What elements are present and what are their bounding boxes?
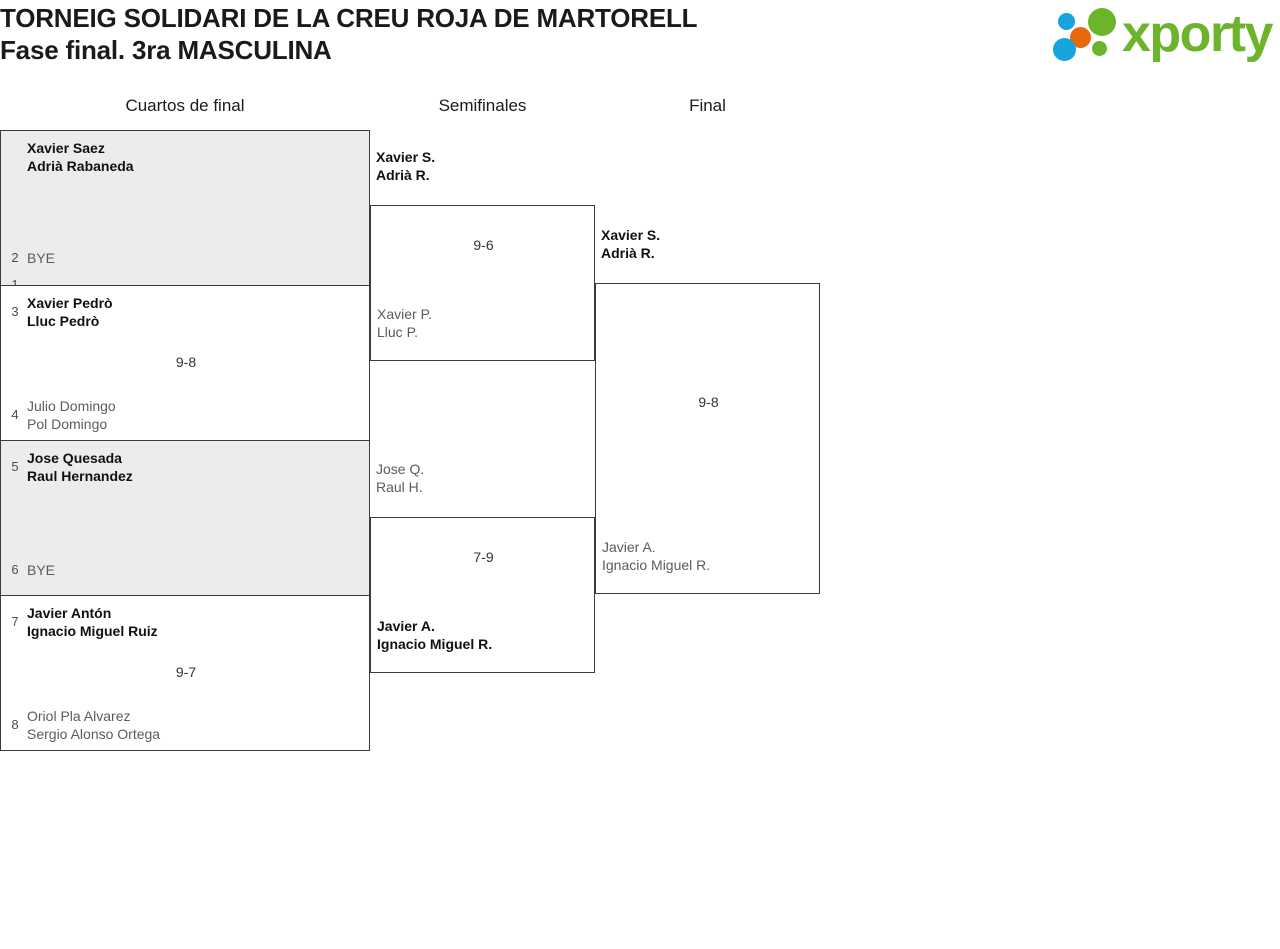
tournament-title-block: TORNEIG SOLIDARI DE LA CREU ROJA DE MART… — [0, 2, 900, 66]
team-player-1: Xavier P. — [377, 306, 432, 322]
team-player-2: Ignacio Miguel R. — [602, 557, 711, 573]
team-player-1: Julio Domingo — [27, 398, 116, 414]
team-slot-top: Xavier Pedrò Lluc Pedrò — [27, 294, 113, 330]
team-slot-bottom: BYE — [27, 561, 55, 579]
tournament-name: TORNEIG SOLIDARI DE LA CREU ROJA DE MART… — [0, 3, 698, 33]
final-team-top-label: Xavier S. Adrià R. — [601, 226, 660, 262]
team-player-1: Javier A. — [602, 539, 656, 555]
seed-number: 5 — [11, 459, 19, 474]
xporty-logo[interactable]: xporty — [1050, 5, 1280, 67]
match-box-qf-2[interactable]: 3 Xavier Pedrò Lluc Pedrò 4 Julio Doming… — [0, 285, 370, 441]
team-slot-bottom: BYE — [27, 249, 55, 267]
team-player-1: Jose Quesada — [27, 450, 122, 466]
match-box-final[interactable]: 9-8 Javier A. Ignacio Miguel R. — [595, 283, 820, 594]
logo-dot-orange — [1070, 27, 1091, 48]
logo-dot-green-small — [1092, 41, 1107, 56]
seed-number: 6 — [11, 562, 19, 577]
round-header-semifinals: Semifinales — [438, 96, 527, 115]
match-score: 9-8 — [698, 394, 719, 410]
match-box-qf-1[interactable]: 1 Xavier Saez Adrià Rabaneda 2 BYE — [0, 130, 370, 292]
team-player-2: Lluc P. — [377, 324, 418, 340]
seed-number: 2 — [11, 250, 19, 265]
match-score: 9-7 — [175, 664, 197, 680]
seed-number: 3 — [11, 304, 19, 319]
team-player-1: BYE — [27, 250, 56, 266]
match-box-qf-4[interactable]: 7 Javier Antón Ignacio Miguel Ruiz 8 Ori… — [0, 595, 370, 751]
seed-number: 1 — [7, 277, 23, 292]
round-header-quarterfinals: Cuartos de final — [125, 96, 245, 115]
team-player-1: Jose Q. — [376, 461, 425, 477]
logo-dot-blue-large — [1053, 38, 1076, 61]
match-score: 9-8 — [175, 354, 197, 370]
tournament-phase: Fase final. 3ra MASCULINA — [0, 35, 332, 65]
team-player-1: Javier A. — [377, 618, 435, 634]
match-score: 9-6 — [473, 237, 494, 253]
team-player-2: Ignacio Miguel R. — [377, 636, 493, 652]
team-player-2: Raul Hernandez — [27, 468, 133, 484]
team-player-2: Pol Domingo — [27, 416, 108, 432]
team-player-2: Adrià Rabaneda — [27, 158, 134, 174]
team-player-1: Xavier Pedrò — [27, 295, 113, 311]
seed-number: 4 — [11, 407, 19, 422]
page-header: TORNEIG SOLIDARI DE LA CREU ROJA DE MART… — [0, 0, 1280, 75]
team-player-2: Sergio Alonso Ortega — [27, 726, 161, 742]
round-header-final: Final — [689, 96, 726, 115]
match-score: 7-9 — [473, 549, 494, 565]
match-box-qf-3[interactable]: 5 Jose Quesada Raul Hernandez 6 BYE — [0, 440, 370, 596]
team-slot-top: Xavier Saez Adrià Rabaneda — [27, 139, 134, 175]
team-player-2: Ignacio Miguel Ruiz — [27, 623, 158, 639]
team-player-2: Adrià R. — [376, 167, 430, 183]
team-player-1: BYE — [27, 562, 56, 578]
team-player-1: Javier Antón — [27, 605, 112, 621]
logo-dot-green-large — [1088, 8, 1116, 36]
team-slot-top: Jose Quesada Raul Hernandez — [27, 449, 133, 485]
sf-1-team-bottom-label: Xavier P. Lluc P. — [377, 305, 432, 341]
team-slot-bottom: Julio Domingo Pol Domingo — [27, 397, 116, 433]
team-player-1: Xavier Saez — [27, 140, 105, 156]
final-team-bottom-label: Javier A. Ignacio Miguel R. — [602, 538, 710, 574]
seed-number: 7 — [11, 614, 19, 629]
sf-2-team-top-label: Jose Q. Raul H. — [376, 460, 424, 496]
logo-wordmark: xporty — [1122, 5, 1273, 63]
team-player-2: Adrià R. — [601, 245, 655, 261]
match-box-sf-1[interactable]: 9-6 Xavier P. Lluc P. — [370, 205, 595, 361]
team-slot-bottom: Oriol Pla Alvarez Sergio Alonso Ortega — [27, 707, 160, 743]
sf-1-team-top-label: Xavier S. Adrià R. — [376, 148, 435, 184]
sf-2-team-bottom-label: Javier A. Ignacio Miguel R. — [377, 617, 492, 653]
logo-dots-icon — [1050, 5, 1124, 67]
team-player-1: Oriol Pla Alvarez — [27, 708, 131, 724]
team-player-2: Raul H. — [376, 479, 423, 495]
match-box-sf-2[interactable]: 7-9 Javier A. Ignacio Miguel R. — [370, 517, 595, 673]
team-player-1: Xavier S. — [376, 149, 436, 165]
team-slot-top: Javier Antón Ignacio Miguel Ruiz — [27, 604, 158, 640]
team-player-1: Xavier S. — [601, 227, 661, 243]
team-player-2: Lluc Pedrò — [27, 313, 100, 329]
seed-number: 8 — [11, 717, 19, 732]
logo-dot-blue-small — [1058, 13, 1075, 30]
